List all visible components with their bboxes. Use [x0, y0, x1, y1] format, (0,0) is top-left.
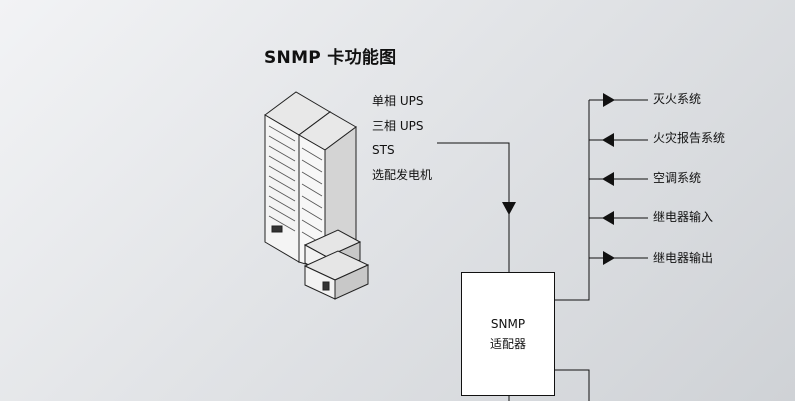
triangle-arrow-icon: [602, 172, 614, 186]
source-label-sts: STS: [372, 143, 395, 157]
adapter-line2: 适配器: [489, 337, 526, 351]
output-label-fire-alarm: 火灾报告系统: [653, 131, 726, 145]
source-label-single-phase-ups: 单相 UPS: [372, 94, 424, 108]
output-label-fire-suppression: 灭火系统: [653, 92, 702, 106]
output-label-relay-output: 继电器输出: [653, 251, 714, 265]
triangle-arrow-icon: [502, 202, 516, 215]
server-rack-with-ups-icon: [264, 91, 370, 300]
output-label-air-conditioning: 空调系统: [653, 171, 702, 185]
triangle-arrow-icon: [602, 133, 614, 147]
triangle-arrow-icon: [603, 93, 615, 107]
source-label-three-phase-ups: 三相 UPS: [372, 119, 424, 133]
triangle-arrow-icon: [602, 211, 614, 225]
output-label-relay-input: 继电器输入: [653, 210, 714, 224]
snmp-adapter-box: SNMP 适配器: [461, 272, 555, 396]
source-label-generator: 选配发电机: [372, 168, 433, 182]
diagram-title: SNMP 卡功能图: [264, 48, 397, 68]
adapter-line1: SNMP: [490, 317, 526, 331]
triangle-arrow-icon: [603, 251, 615, 265]
